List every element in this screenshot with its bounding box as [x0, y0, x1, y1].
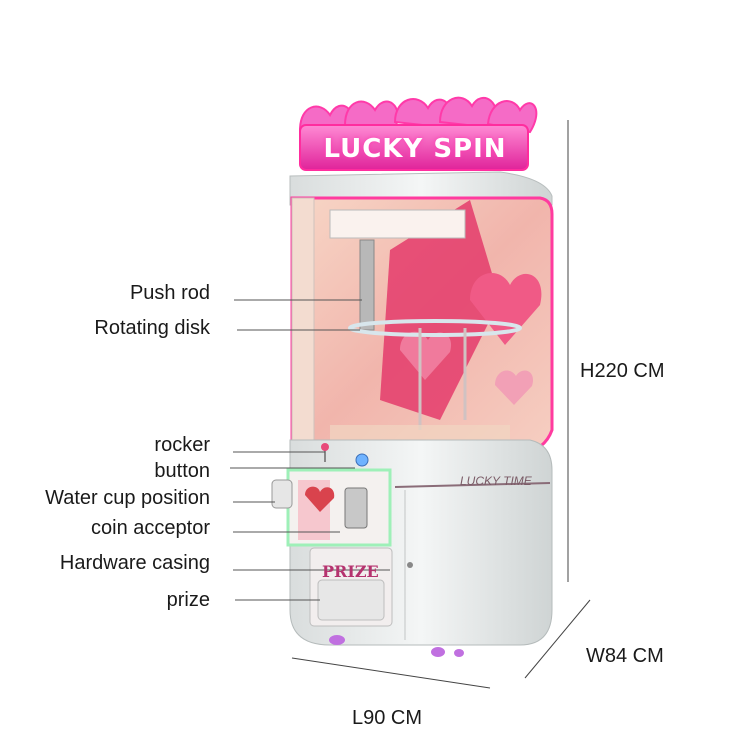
callout-coin-acceptor: coin acceptor [91, 517, 210, 539]
heart-backdrop [380, 200, 542, 420]
callout-hardware-casing: Hardware casing [59, 552, 210, 574]
callout-leaders [230, 299, 390, 601]
play-button [355, 453, 369, 467]
leveling-feet [329, 635, 464, 657]
display-strip [329, 209, 466, 239]
callout-prize: prize [166, 589, 210, 611]
sign-box [299, 124, 529, 171]
callout-water-cup-position: Water cup position [45, 487, 210, 509]
callout-rotating-disk: Rotating disk [94, 317, 210, 339]
sign-text: LUCKY SPIN [323, 134, 507, 164]
callout-button: button [154, 460, 210, 482]
callout-rocker: rocker [154, 434, 210, 456]
dimension-width: W84 CM [586, 645, 664, 667]
side-glass-panel [291, 197, 315, 441]
rotating-disk [348, 319, 522, 337]
dimension-lines [291, 120, 591, 689]
dimension-length: L90 CM [352, 707, 423, 729]
push-rod [359, 239, 375, 331]
water-cup-holder [271, 479, 293, 509]
dimension-height: H220 CM [580, 360, 665, 382]
callout-push-rod: Push rod [129, 282, 210, 304]
rocker-knob [321, 443, 329, 451]
prize-outlet [317, 579, 385, 621]
coin-acceptor [344, 487, 368, 529]
band-text: LUCKY TIME [460, 474, 532, 488]
prize-door-text: PRIZE [322, 562, 379, 581]
